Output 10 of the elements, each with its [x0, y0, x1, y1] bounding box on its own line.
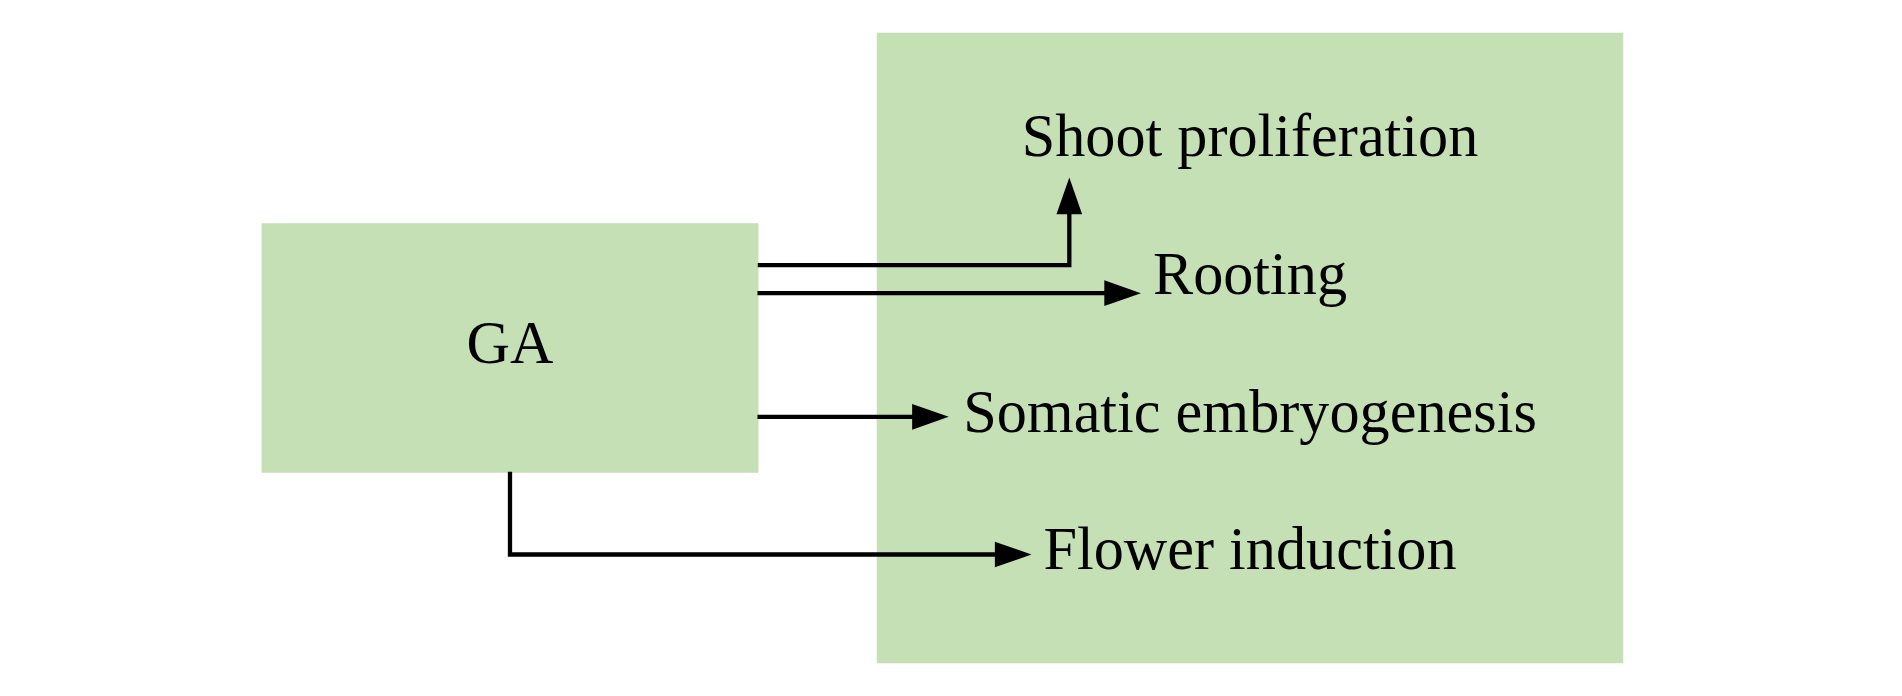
node-text: Shoot proliferation — [1021, 102, 1479, 170]
arrow — [757, 177, 1083, 268]
arrow — [757, 280, 1141, 306]
node-box: GA — [261, 223, 759, 473]
node-text: Flower induction — [1043, 515, 1457, 583]
arrow — [757, 404, 949, 430]
arrow — [507, 471, 1032, 568]
cluster — [876, 32, 1624, 664]
node-text: Somatic embryogenesis — [963, 377, 1537, 445]
node-text: Rooting — [1152, 240, 1348, 307]
